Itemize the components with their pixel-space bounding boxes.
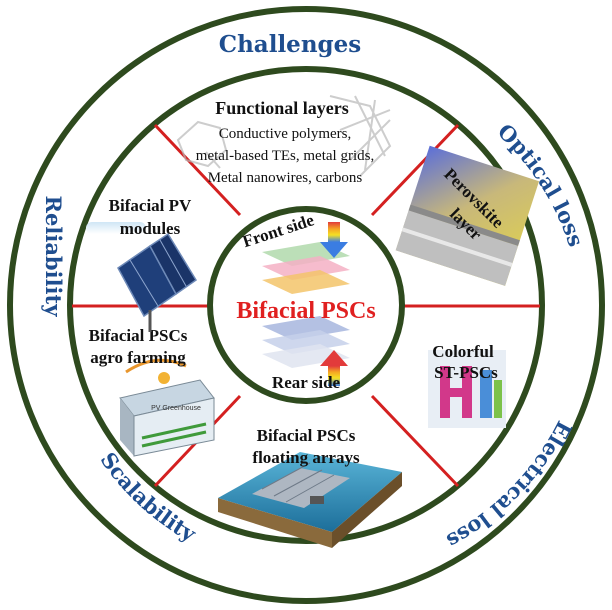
segment-functional-layers: Functional layers Conductive polymers, m… <box>176 95 392 186</box>
outer-ring <box>7 6 605 604</box>
segment-agro: PV Greenhouse Bifacial PSCs agro farming <box>89 326 215 457</box>
center-rear-side: Rear side <box>272 373 341 392</box>
greenhouse-caption: PV Greenhouse <box>151 405 201 412</box>
divider-bottom-right <box>370 394 460 488</box>
functional-layers-line-1: Conductive polymers, <box>219 126 351 142</box>
functional-layers-line-2: metal-based TEs, metal grids, <box>196 148 374 164</box>
floating-array-image <box>218 452 402 548</box>
segment-floating: Bifacial PSCs floating arrays <box>218 426 402 548</box>
segment-perovskite: Perovskite layer <box>395 145 540 286</box>
perovskite-image <box>395 145 540 286</box>
divider-top-left <box>153 123 242 217</box>
functional-layers-title: Functional layers <box>215 98 349 118</box>
colorful-line-1: Colorful <box>432 342 494 361</box>
agro-line-1: Bifacial PSCs <box>89 326 188 345</box>
pv-modules-line-1: Bifacial PV <box>109 196 192 215</box>
colorful-image <box>428 350 506 428</box>
inner-circle <box>207 206 405 404</box>
agro-line-2: agro farming <box>90 348 186 367</box>
floating-line-1: Bifacial PSCs <box>257 426 356 445</box>
light-arrow-down-icon <box>320 222 348 258</box>
segment-colorful: Colorful ST-PSCs <box>428 342 506 428</box>
functional-layers-line-3: Metal nanowires, carbons <box>208 170 363 186</box>
segment-pv-modules: Bifacial PV modules <box>86 196 198 332</box>
light-arrow-up-icon <box>320 350 348 386</box>
grid-illustration <box>176 95 392 177</box>
pv-module-image <box>86 222 198 332</box>
label-reliability: Reliability <box>41 196 66 318</box>
label-electrical-loss: Electrical loss <box>443 417 577 554</box>
greenhouse-image: PV Greenhouse <box>119 358 215 457</box>
middle-ring <box>67 66 545 544</box>
center-title: Bifacial PSCs <box>236 298 375 324</box>
divider-top-right <box>370 123 460 217</box>
colorful-line-2: ST-PSCs <box>434 363 498 382</box>
floating-line-2: floating arrays <box>252 448 360 467</box>
pv-modules-line-2: modules <box>120 219 181 238</box>
label-challenges: Challenges <box>219 31 361 58</box>
